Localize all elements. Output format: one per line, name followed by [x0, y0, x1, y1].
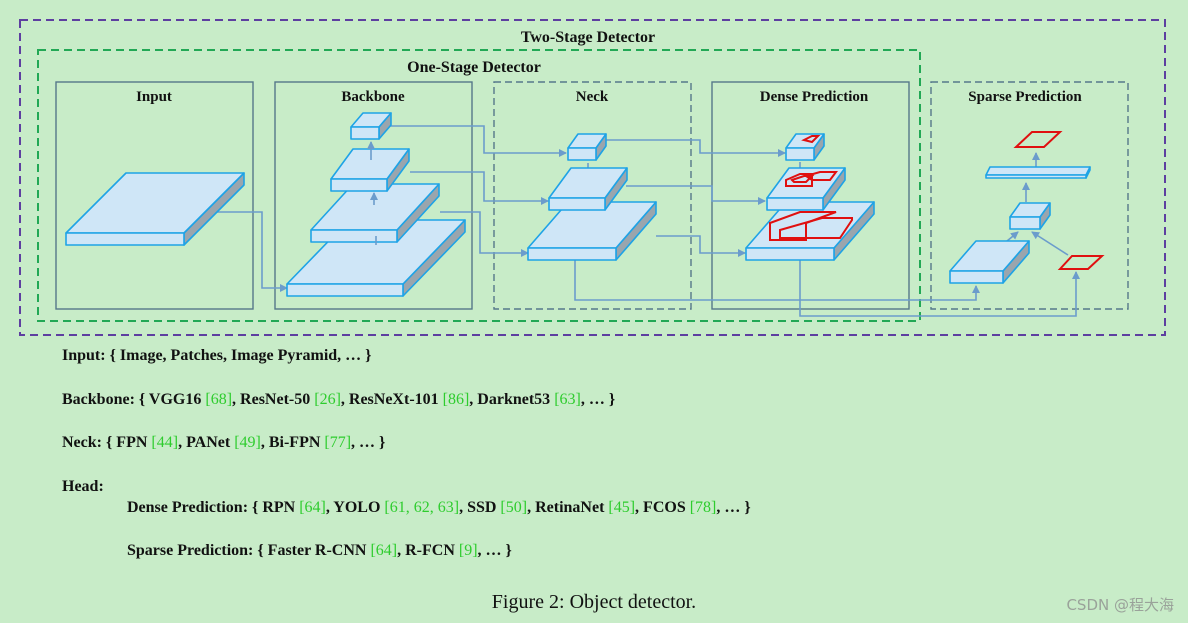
method-name: , RetinaNet: [527, 499, 609, 516]
dense-pred-mid-2: [803, 171, 838, 181]
method-name: VGG16: [148, 391, 206, 408]
input-image-block: [65, 172, 245, 246]
citation: [50]: [500, 499, 528, 516]
method-name: , R-FCN: [397, 542, 459, 559]
method-name: RPN: [262, 499, 300, 516]
line-label: Backbone: {: [62, 391, 149, 408]
connector-neck-dense-mid: [626, 185, 766, 205]
neck-block-3: [567, 133, 607, 161]
object-detector-diagram: Two-Stage Detector One-Stage Detector In…: [19, 19, 1166, 336]
connector-backbone-neck-low: [440, 211, 529, 257]
citation: [45]: [608, 499, 636, 516]
input-line-text: Input: { Image, Patches, Image Pyramid, …: [62, 347, 372, 364]
input-box: [55, 81, 254, 310]
line-end: , … }: [477, 542, 512, 559]
method-name: , PANet: [178, 434, 235, 451]
method-name: , ResNet-50: [232, 391, 315, 408]
method-name: , YOLO: [325, 499, 385, 516]
method-name: , Darknet53: [469, 391, 555, 408]
neck-block-1: [527, 201, 657, 261]
backbone-up-arrows: [367, 141, 378, 245]
figure-caption: Figure 2: Object detector.: [491, 591, 697, 613]
method-name: , ResNeXt-101: [340, 391, 443, 408]
citation: [68]: [205, 391, 233, 408]
citation: [64]: [299, 499, 326, 516]
dense-prediction-box-title: Dense Prediction: [760, 89, 869, 105]
head-line: Head:: [62, 478, 104, 496]
line-end: , … }: [716, 499, 751, 516]
backbone-box: [274, 81, 473, 310]
citation: [78]: [689, 499, 717, 516]
feature-blocks: [65, 112, 1091, 297]
input-box-title: Input: [136, 89, 172, 105]
two-stage-frame: [19, 19, 1166, 336]
watermark: CSDN @程大海: [1066, 596, 1174, 614]
citation: [44]: [151, 434, 179, 451]
connector-neck-sparse: [574, 255, 980, 301]
sparse-pred-output: [1013, 131, 1063, 148]
sparse-pred-proposal: [1057, 255, 1105, 270]
citation: [86]: [442, 391, 470, 408]
head-label: Head:: [62, 478, 104, 495]
dense-block-3: [785, 133, 825, 161]
citation: [26]: [314, 391, 341, 408]
sparse-prediction-line: Sparse Prediction: { Faster R-CNN [64], …: [127, 542, 512, 560]
dense-prediction-line: Dense Prediction: { RPN [64], YOLO [61, …: [127, 499, 751, 517]
method-name: , SSD: [459, 499, 501, 516]
prediction-boxes: [769, 131, 1105, 270]
method-name: FPN: [116, 434, 152, 451]
sparse-roi-block: [949, 240, 1030, 284]
citation: [63]: [554, 391, 581, 408]
one-stage-frame: [37, 49, 921, 322]
connector-neck-dense-low: [656, 235, 746, 257]
dense-pred-large-2: [779, 217, 853, 239]
citation: [9]: [458, 542, 478, 559]
neck-box-title: Neck: [576, 89, 609, 105]
connector-backbone-neck-top: [390, 125, 567, 157]
citation: [61, 62, 63]: [384, 499, 460, 516]
dense-pred-mid-1: [785, 173, 813, 187]
two-stage-label: Two-Stage Detector: [521, 29, 655, 46]
line-end: , … }: [351, 434, 386, 451]
backbone-box-title: Backbone: [341, 89, 405, 105]
method-name: Faster R-CNN: [267, 542, 371, 559]
line-label: Sparse Prediction: {: [127, 542, 268, 559]
backbone-block-4: [350, 112, 392, 140]
connector-sparse-proposal: [1031, 231, 1069, 256]
backbone-line: Backbone: { VGG16 [68], ResNet-50 [26], …: [62, 391, 615, 409]
input-line: Input: { Image, Patches, Image Pyramid, …: [62, 347, 371, 365]
sparse-output-bar: [985, 166, 1091, 179]
one-stage-label: One-Stage Detector: [407, 59, 541, 76]
sparse-fc-block: [1009, 202, 1051, 230]
dense-pred-mid-3: [790, 175, 815, 183]
citation: [49]: [234, 434, 261, 451]
connector-input-backbone: [214, 211, 288, 292]
sparse-prediction-box: [930, 81, 1129, 310]
line-end: , … }: [580, 391, 616, 408]
neck-line: Neck: { FPN [44], PANet [49], Bi-FPN [77…: [62, 434, 385, 452]
sparse-prediction-box-title: Sparse Prediction: [968, 89, 1082, 105]
connector-neck-dense-top: [606, 139, 786, 157]
line-label: Dense Prediction: {: [127, 499, 263, 516]
neck-box: [493, 81, 692, 310]
citation: [77]: [324, 434, 352, 451]
backbone-block-3: [330, 148, 410, 192]
citation: [64]: [370, 542, 398, 559]
dense-pred-small: [801, 135, 821, 144]
method-name: , FCOS: [635, 499, 690, 516]
line-label: Neck: {: [62, 434, 117, 451]
connector-backbone-neck-mid: [410, 171, 549, 205]
method-name: , Bi-FPN: [260, 434, 325, 451]
neck-block-2: [548, 167, 628, 211]
